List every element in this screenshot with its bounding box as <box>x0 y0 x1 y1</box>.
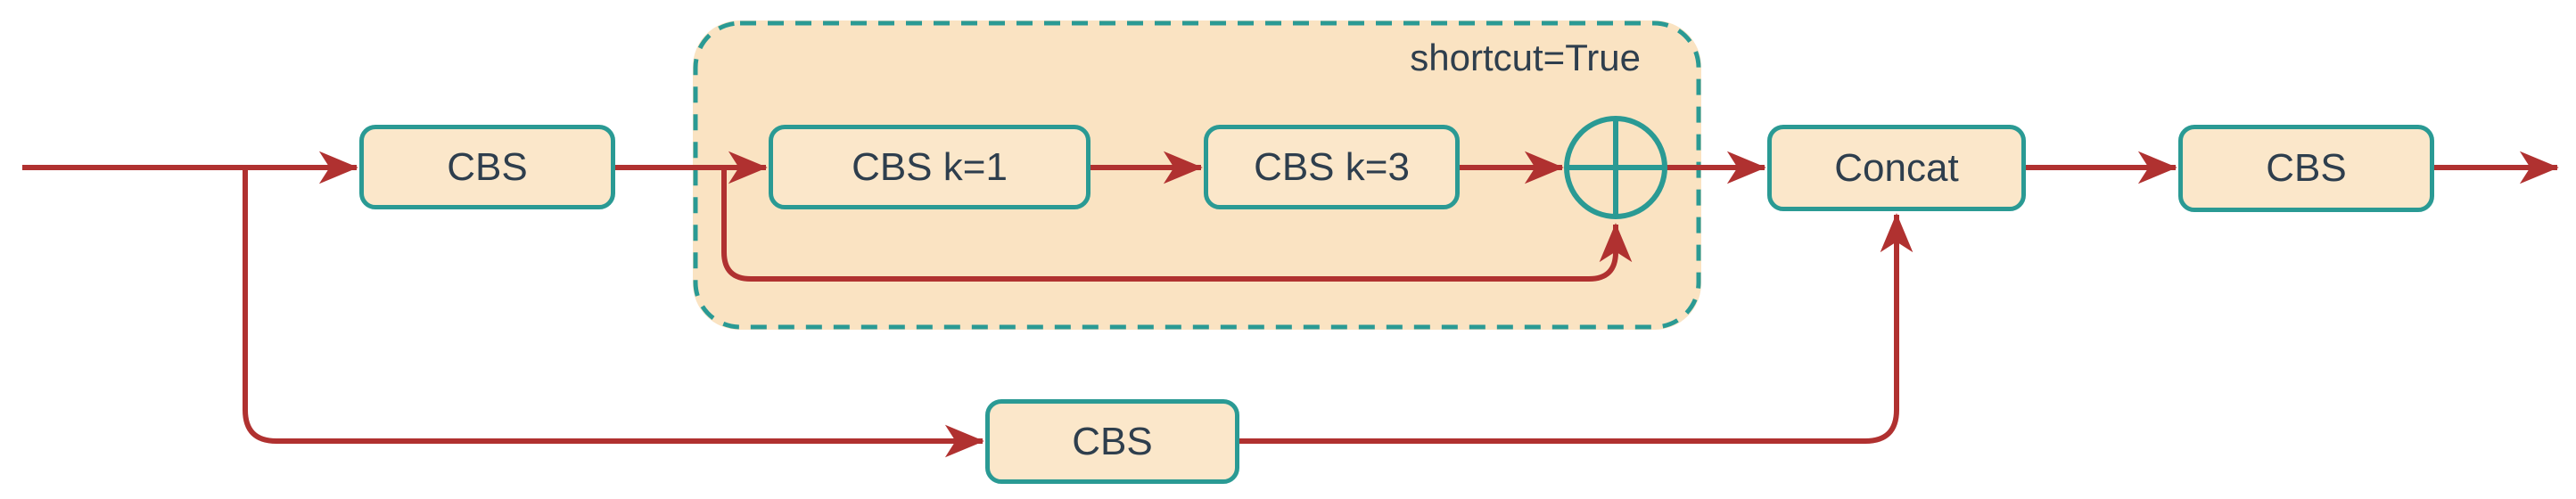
node-cbs-branch: CBS <box>985 399 1239 484</box>
arrow-branch-to-concat <box>1239 213 1913 444</box>
shortcut-label: shortcut=True <box>1410 37 1641 78</box>
node-cbs-output: CBS <box>2178 125 2434 212</box>
shortcut-container-border <box>693 20 1701 330</box>
add-junction-icon <box>1564 116 1667 219</box>
arrow-shortcut-loop <box>721 168 1633 282</box>
node-cbs-k1: CBS k=1 <box>769 125 1090 209</box>
node-cbs-input: CBS <box>359 125 615 209</box>
node-cbs-k3: CBS k=3 <box>1204 125 1460 209</box>
arrow-branch-down <box>243 168 984 458</box>
node-concat: Concat <box>1767 125 2026 211</box>
